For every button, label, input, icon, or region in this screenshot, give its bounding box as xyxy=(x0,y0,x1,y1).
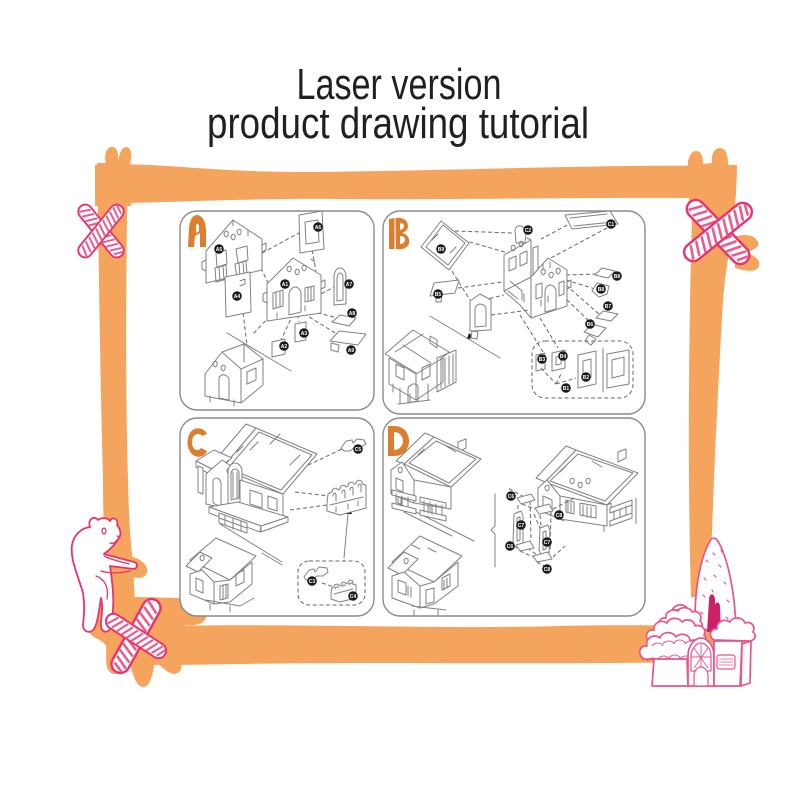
svg-text:A6: A6 xyxy=(315,225,322,231)
svg-text:C2: C2 xyxy=(525,228,532,234)
svg-text:product drawing tutorial: product drawing tutorial xyxy=(207,99,589,148)
svg-text:C4: C4 xyxy=(350,594,357,600)
svg-text:A2: A2 xyxy=(281,344,288,350)
svg-text:Laser version: Laser version xyxy=(297,60,502,109)
svg-text:B3: B3 xyxy=(539,357,546,363)
svg-text:B4: B4 xyxy=(560,354,567,360)
svg-text:A4: A4 xyxy=(234,294,241,300)
svg-text:C7: C7 xyxy=(544,540,551,546)
svg-text:C8: C8 xyxy=(556,513,563,519)
svg-text:C1: C1 xyxy=(608,222,615,228)
svg-text:C6: C6 xyxy=(507,544,514,550)
svg-text:C7: C7 xyxy=(518,523,525,529)
svg-text:C5: C5 xyxy=(355,447,362,453)
svg-text:B9: B9 xyxy=(438,247,445,253)
svg-text:C8: C8 xyxy=(544,567,551,573)
svg-text:B8: B8 xyxy=(598,287,605,293)
svg-text:A7: A7 xyxy=(346,282,353,288)
svg-text:B8: B8 xyxy=(614,274,621,280)
svg-text:A5: A5 xyxy=(216,247,223,253)
svg-text:A1: A1 xyxy=(282,282,289,288)
svg-text:B1: B1 xyxy=(563,386,570,392)
svg-text:A9: A9 xyxy=(348,348,355,354)
svg-text:C6: C6 xyxy=(508,494,515,500)
svg-text:B6: B6 xyxy=(587,322,594,328)
svg-text:C3: C3 xyxy=(309,579,316,585)
svg-text:A8: A8 xyxy=(349,311,356,317)
svg-text:B7: B7 xyxy=(605,304,612,310)
svg-text:A3: A3 xyxy=(301,331,308,337)
svg-text:B5: B5 xyxy=(435,292,442,298)
svg-text:B2: B2 xyxy=(583,375,590,381)
